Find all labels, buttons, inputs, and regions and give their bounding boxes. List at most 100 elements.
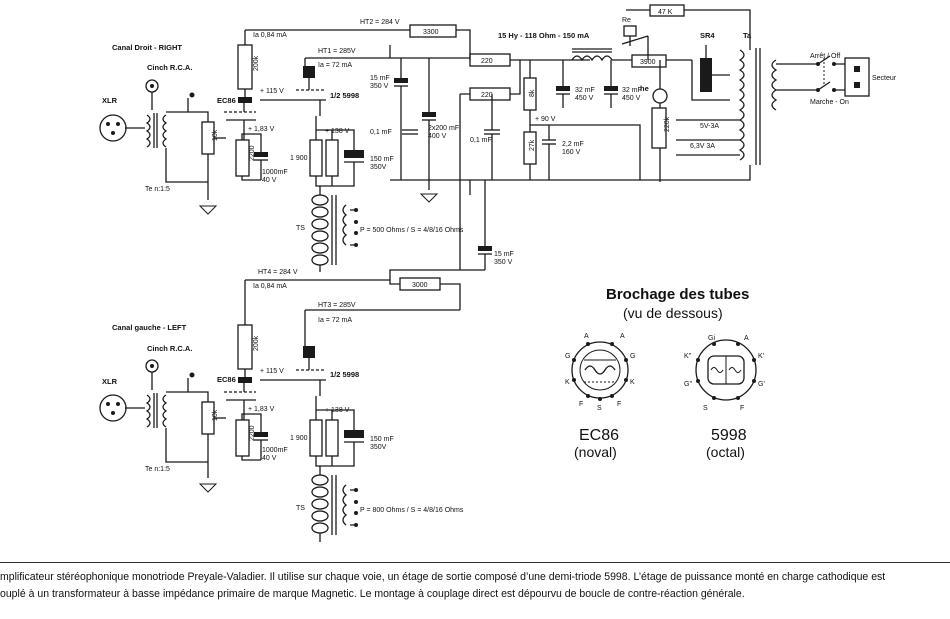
power-supply: 3300 220 220 15 Hy - 118 Ohm - 150 mA 39… [370,4,897,310]
left-ht4: HT4 = 284 V [258,269,298,276]
left-v183: + 1,83 V [248,406,275,413]
psu-choke-label: 15 Hy - 118 Ohm - 150 mA [498,31,590,40]
right-channel: Canal Droit - RIGHT Cinch R.C.A. XLR Te … [99,19,464,272]
left-cinch-label: Cinch R.C.A. [147,344,192,353]
right-cinch-label: Cinch R.C.A. [147,63,192,72]
left-ia1: Ia 0,84 mA [253,283,287,290]
svg-text:3900: 3900 [640,59,656,66]
psu-r-3300: 3300 [409,24,457,38]
psu-cap-0-1-a: 0,1 mF [370,129,418,136]
svg-text:A: A [620,333,625,340]
svg-text:F: F [579,401,583,408]
svg-text:G': G' [758,381,765,388]
5998-pinout-diagram: Gi A K'' K' G'' G' S F [684,335,765,412]
right-pot-10k: 10k [188,111,226,215]
svg-text:S: S [597,405,602,412]
svg-text:47 K: 47 K [658,9,673,16]
right-output-transformer [311,186,358,272]
left-xlr-label: XLR [102,377,118,386]
psu-off-label: Arrêt / Off [810,53,840,60]
figure-caption: mplificateur stéréophonique monotriode P… [0,562,950,603]
svg-text:K: K [630,379,635,386]
left-ec86-tube [224,377,256,420]
svg-text:G: G [630,353,635,360]
svg-text:1 900: 1 900 [290,155,308,162]
svg-text:220: 220 [481,58,493,65]
svg-text:200k: 200k [253,55,260,71]
psu-r-220-b: 220 [469,87,511,101]
svg-text:G: G [565,353,570,360]
5998-name: 5998 [711,427,747,444]
svg-text:0,1 mF: 0,1 mF [370,129,392,136]
psu-cap-0-1-b: 0,1 mF [470,94,500,180]
svg-text:F: F [740,405,744,412]
svg-text:10k: 10k [212,409,219,421]
psu-r-27k: 27k [523,125,537,180]
svg-text:10k: 10k [212,129,219,141]
pinout-title: Brochage des tubes [606,286,749,303]
svg-text:3000: 3000 [412,282,428,289]
right-xlr-connector [99,114,127,142]
psu-r-47k: 47 K [649,4,685,17]
left-channel-label: Canal gauche - LEFT [112,323,187,332]
caption-line-1: mplificateur stéréophonique monotriode P… [0,571,886,583]
schematic-diagram: Canal Droit - RIGHT Cinch R.C.A. XLR Te … [99,4,897,542]
psu-5v-label: 5V-3A [700,123,719,130]
caption-line-2: ouplé à un transformateur à basse impéda… [0,588,745,600]
svg-text:A: A [744,335,749,342]
svg-text:K: K [565,379,570,386]
left-5998-label: 1/2 5998 [330,370,359,379]
ec86-name: EC86 [579,427,619,444]
left-v115: + 115 V [260,368,284,375]
right-ht2: HT2 = 284 V [360,19,400,26]
left-ts-label: TS [296,505,305,512]
psu-secteur-label: Secteur [872,75,897,82]
right-r-200k: 200k [237,30,260,97]
svg-text:A: A [584,333,589,340]
right-ia2: Ia = 72 mA [318,62,352,69]
svg-text:F: F [617,401,621,408]
psu-mains-switch [776,55,845,92]
right-input-transformer [145,113,168,148]
pinout-subtitle: (vu de dessous) [623,305,723,321]
ec86-pinout-diagram: A A G G K K F F S [565,333,635,412]
left-te-label: Te n:1:5 [145,466,170,473]
psu-r-8k: 8k [523,60,537,125]
psu-heater: 220k [651,60,671,182]
svg-text:220: 220 [481,92,493,99]
psu-he-label: he [640,84,649,93]
right-5998-label: 1/2 5998 [330,91,359,100]
right-v183: + 1,83 V [248,126,275,133]
psu-re-label: Re [622,17,631,24]
psu-sr4-label: SR4 [700,31,715,40]
psu-relay [621,25,649,60]
left-ec86-label: EC86 [217,375,236,384]
psu-r-3000: 3000 [399,277,441,291]
svg-text:2200: 2200 [249,425,256,441]
tube-pinout: Brochage des tubes (vu de dessous) A A G… [565,286,765,460]
left-input-transformer [145,393,168,428]
svg-text:0,1 mF: 0,1 mF [470,137,492,144]
svg-text:K': K' [758,353,764,360]
svg-text:1 900: 1 900 [290,435,308,442]
right-xlr-label: XLR [102,96,118,105]
psu-r-220-a: 220 [469,53,511,67]
left-output-transformer [311,466,358,542]
psu-r-3900: 3900 [631,54,667,68]
svg-text:220k: 220k [664,116,671,132]
right-5998-tube [260,58,326,116]
